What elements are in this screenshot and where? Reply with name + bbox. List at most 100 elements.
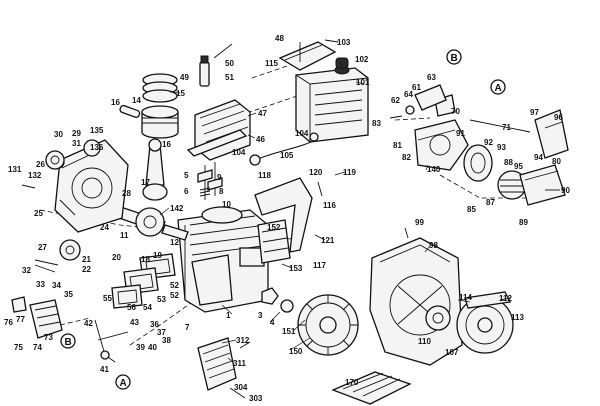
fasteners <box>21 39 560 399</box>
part-label-12: 12 <box>170 238 179 247</box>
part-label-1: 1 <box>226 311 231 320</box>
flywheel-nut <box>261 287 294 313</box>
part-label-27: 27 <box>38 243 47 252</box>
shroud-bracket <box>254 177 313 253</box>
part-label-22: 22 <box>82 265 91 274</box>
part-label-38: 38 <box>162 336 171 345</box>
part-label-119: 119 <box>343 168 356 177</box>
blower-housing <box>369 237 463 366</box>
part-label-105: 105 <box>280 151 294 160</box>
part-label-51: 51 <box>225 73 234 82</box>
piston-rings <box>142 73 178 103</box>
part-label-304: 304 <box>234 383 248 392</box>
part-label-107: 107 <box>445 348 459 357</box>
part-label-150: 150 <box>289 347 303 356</box>
part-label-52-lower: 52 <box>170 291 179 300</box>
governor-linkage <box>94 319 129 363</box>
part-label-74: 74 <box>33 343 42 352</box>
part-label-36: 36 <box>150 320 159 329</box>
part-label-52-upper: 52 <box>170 281 179 290</box>
part-label-89: 89 <box>519 218 528 227</box>
part-label-311: 311 <box>233 359 246 368</box>
part-label-94: 94 <box>534 153 543 162</box>
callout-a-bottom-text: A <box>120 378 127 389</box>
part-label-135: 135 <box>90 126 104 135</box>
starter-pulley <box>425 305 451 331</box>
part-label-88: 88 <box>504 158 513 167</box>
part-label-33: 33 <box>36 280 45 289</box>
flywheel <box>297 294 359 356</box>
crankshaft <box>109 204 189 241</box>
part-label-7: 7 <box>185 323 190 332</box>
cam-gear <box>45 139 101 170</box>
part-label-16-upper: 16 <box>111 98 120 107</box>
part-label-61: 61 <box>412 83 421 92</box>
part-label-19: 19 <box>153 251 162 260</box>
carburetor <box>414 94 469 171</box>
part-label-82: 82 <box>402 153 411 162</box>
part-label-42: 42 <box>84 319 93 328</box>
part-label-16-lower: 16 <box>162 140 171 149</box>
part-label-118: 118 <box>258 171 271 180</box>
part-label-95: 95 <box>514 162 523 171</box>
part-label-103: 103 <box>337 38 351 47</box>
part-label-25: 25 <box>34 209 43 218</box>
part-label-28: 28 <box>122 189 131 198</box>
part-label-34: 34 <box>52 281 61 290</box>
callout-a-right: A <box>490 79 506 95</box>
part-label-81: 81 <box>393 141 402 150</box>
part-label-152: 152 <box>267 223 281 232</box>
part-label-170: 170 <box>345 378 359 387</box>
part-label-132: 132 <box>28 171 42 180</box>
part-label-4: 4 <box>270 318 275 327</box>
screen-170 <box>331 371 412 405</box>
part-label-32: 32 <box>22 266 31 275</box>
rewind-starter <box>456 291 514 354</box>
callout-a-right-text: A <box>495 83 502 94</box>
part-label-9: 9 <box>217 173 222 182</box>
part-label-114: 114 <box>459 293 472 302</box>
governor-gear <box>34 239 81 273</box>
spark-plug <box>199 43 233 87</box>
cylinder-head <box>186 99 251 161</box>
part-label-31: 31 <box>72 139 81 148</box>
part-label-102: 102 <box>355 55 369 64</box>
part-label-80: 80 <box>552 157 561 166</box>
ignition-coil <box>257 219 291 264</box>
part-label-113: 113 <box>511 313 524 322</box>
control-bracket <box>405 84 447 115</box>
part-label-48: 48 <box>275 34 284 43</box>
part-label-46: 46 <box>256 135 265 144</box>
part-label-14: 14 <box>132 96 141 105</box>
fuel-tank <box>295 57 369 143</box>
part-label-99: 99 <box>415 218 424 227</box>
part-label-131: 131 <box>8 165 22 174</box>
part-label-104-right: 104 <box>295 129 309 138</box>
fuel-line <box>249 132 319 166</box>
tank-bracket <box>278 41 337 71</box>
gaskets <box>111 253 176 309</box>
part-label-110: 110 <box>418 337 431 346</box>
part-label-112: 112 <box>499 294 512 303</box>
muffler <box>11 296 63 339</box>
part-label-73: 73 <box>44 333 53 342</box>
throttle-linkage <box>469 109 569 159</box>
part-label-121: 121 <box>321 236 335 245</box>
part-label-70: 70 <box>451 107 460 116</box>
piston <box>141 105 179 139</box>
part-label-153: 153 <box>289 264 303 273</box>
part-label-47: 47 <box>258 109 267 118</box>
part-label-75: 75 <box>14 343 23 352</box>
part-label-17: 17 <box>141 178 150 187</box>
part-number-labels: 1 3 4 5 6 7 8 9 10 11 12 14 15 16 16 17 … <box>4 34 570 403</box>
part-label-71: 71 <box>502 123 511 132</box>
part-label-5: 5 <box>184 171 189 180</box>
part-label-62: 62 <box>391 96 400 105</box>
part-label-87: 87 <box>486 198 495 207</box>
part-label-18: 18 <box>141 255 150 264</box>
part-label-53: 53 <box>157 295 166 304</box>
part-label-64: 64 <box>404 90 413 99</box>
part-label-312: 312 <box>236 336 250 345</box>
